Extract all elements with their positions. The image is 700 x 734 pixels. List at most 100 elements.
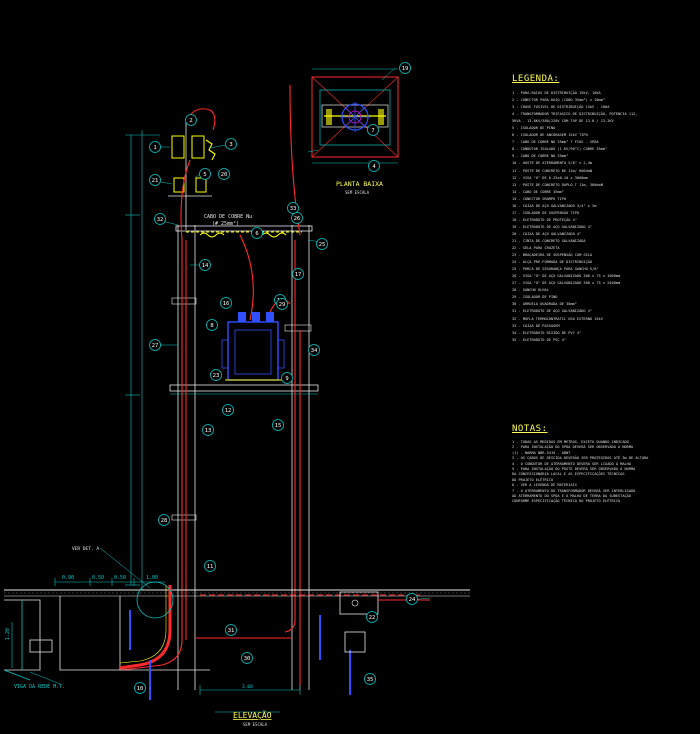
balloon-circle (291, 212, 303, 224)
balloon-circle (220, 297, 232, 309)
balloon-circle (272, 419, 284, 431)
balloon-circle (154, 213, 166, 225)
legend-item: 10 - HASTE DE ATERRAMENTO 5/8" x 2,4m (512, 161, 593, 166)
balloon-number: 17 (295, 272, 302, 278)
legend-item: 18 - ELETRODUTO DE PROTEÇÃO 4" (512, 217, 577, 222)
ground-surface (4, 589, 470, 597)
pull-box (339, 591, 430, 653)
legend-item: 5 - ISOLADOR DE PINO (512, 126, 556, 131)
balloon-circle (134, 682, 146, 694)
balloon-circle (199, 168, 211, 180)
legend-item: 26 - VIGA "U" DE AÇO GALVANIZADO 300 x 7… (512, 274, 621, 279)
legend-item: 32 - MUFLA TERMOCONTRATIL USO EXTERNO 15… (512, 316, 603, 321)
balloon-number: 27 (152, 343, 159, 349)
balloon-number: 11 (207, 564, 214, 570)
note-item: DO PROJETO ELÉTRICO (512, 477, 554, 482)
legend-item: 35 - ELETRODUTO DE PVC 4" (512, 337, 567, 342)
notes-title: NOTAS: (512, 424, 548, 434)
balloon-number: 9 (285, 376, 288, 382)
balloon-circle (222, 404, 234, 416)
balloon-circle (241, 652, 253, 664)
balloon-circle (210, 369, 222, 381)
balloon-circle (281, 372, 293, 384)
balloon-number: 31 (228, 628, 235, 634)
legend-item: 25 - PORCA DE SEGURANÇA PARA GANCHO 5/8" (512, 267, 599, 272)
underground-trench (3, 596, 210, 681)
cable-top-label-2: (# 25mm²) (212, 221, 239, 227)
balloon-circle (366, 611, 378, 623)
notes-list: 1 - TODAS AS MEDIDAS EM METROS, EXCETO Q… (512, 440, 694, 505)
balloon-number: 2 (189, 118, 192, 124)
cota-2: 0.50 (92, 575, 104, 581)
balloon-number: 24 (409, 597, 416, 603)
legend-item: 17 - ISOLADOR DE SUSPENSÃO TIPO (512, 210, 580, 215)
balloon-number: 8 (210, 323, 213, 329)
cota-1: 0.90 (62, 575, 74, 581)
top-equipment (168, 135, 216, 197)
balloon-circle (225, 624, 237, 636)
balloon-number: 5 (203, 172, 206, 178)
legend-item: 8 - CONDUTOR ISOLADO (1 KV/90°C) COBRE 3… (512, 147, 608, 152)
plan-view (311, 68, 399, 164)
balloon-number: 30 (244, 656, 251, 662)
legend-item: 33 - CAIXA DE PASSAGEM (512, 323, 560, 328)
balloon-number: 12 (225, 408, 232, 414)
balloon-number: 35 (367, 677, 374, 683)
balloon-number: 4 (372, 164, 376, 170)
balloon-number: 20 (221, 172, 228, 178)
balloon-number: 7 (371, 128, 374, 134)
legend-list: 1 - PARA-RAIOS DE DISTRIBUIÇÃO 15kV, 10k… (512, 90, 694, 344)
balloon-circle (225, 138, 237, 150)
dim-bottom: 3.00 (242, 684, 253, 690)
balloon-number: 3 (229, 142, 232, 148)
legend-item: 7 - CABO DE COBRE NU 35mm² 7 FIOS - SPDA (512, 140, 599, 145)
legend-item: 12 - VIGA "U" DE 0.25x0.10 x 3000mm (512, 175, 588, 180)
balloon-circle (368, 160, 380, 172)
ground-rods (129, 610, 351, 700)
left-dimension-line (125, 130, 160, 590)
cota-3: 0.50 (114, 575, 126, 581)
balloon-number: 10 (137, 686, 144, 692)
ver-det-label: VER DET. A (72, 546, 99, 552)
balloon-circle (251, 227, 263, 239)
balloon-circle (276, 298, 288, 310)
balloon-number: 16 (223, 301, 230, 307)
plan-scale: SEM ESCALA (345, 190, 370, 195)
legend-item: 27 - VIGA "U" DE AÇO GALVANIZADO 300 x 7… (512, 281, 621, 286)
legend-item: 20 - CAIXA DE AÇO GALVANIZADO 4" (512, 231, 582, 236)
legend-item: 3 - CHAVE FUSIVEL DE DISTRIBUIÇÃO 15kV -… (512, 105, 610, 110)
balloon-number: 33 (290, 206, 297, 212)
balloon-circle (364, 673, 376, 685)
balloon-number: 23 (213, 373, 220, 379)
legend-item: 14 - CABO DE COBRE 35mm² (512, 189, 564, 194)
note-item: 5 - PARA INSTALAÇÃO DO POSTE DEVERÁ SER … (512, 467, 636, 472)
legend-item: 24 - ALÇA PRE-FORMADA DE DISTRIBUIÇÃO (512, 260, 593, 265)
balloon-number: 25 (319, 242, 326, 248)
top-crossarm (175, 225, 313, 238)
balloon-circle (316, 238, 328, 250)
legend-title: LEGENDA: (512, 74, 560, 84)
balloon-circle (308, 344, 320, 356)
note-item: CONFORME ESPECIFICAÇÃO TÉCNICA DO PROJET… (512, 499, 621, 504)
balloon-circle (149, 174, 161, 186)
legend-item: 23 - BRAÇADEIRA DE SUSPENSÃO COM SELA (512, 253, 593, 258)
elevation-title: ELEVAÇÃO (233, 710, 272, 720)
mid-beams (169, 297, 319, 521)
legend-panel: LEGENDA: 1 - PARA-RAIOS DE DISTRIBUIÇÃO … (512, 74, 694, 344)
legend-item: 15 - CONECTOR GRAMPO TIPO (512, 196, 567, 201)
note-item: 3 - OS CABOS DE DESCIDA DEVERÃO SER PROT… (512, 456, 649, 461)
balloon-number: 22 (369, 615, 376, 621)
balloon-circle (158, 514, 170, 526)
conduit-bend (119, 585, 172, 670)
legend-item: 1 - PARA-RAIOS DE DISTRIBUIÇÃO 15kV, 10k… (512, 91, 601, 95)
cota-4: 1.00 (146, 575, 158, 581)
legend-item: 9 - CABO DE COBRE NU 35mm² (512, 154, 569, 159)
notes-panel: NOTAS: 1 - TODAS AS MEDIDAS EM METROS, E… (512, 424, 694, 505)
note-item: 4 - O CONDUTOR DE ATERRAMENTO DEVERÁ SER… (512, 461, 631, 466)
balloon-circle (218, 168, 230, 180)
balloon-number: 6 (255, 231, 258, 237)
legend-item: 22 - SELA PARA CRUZETA (512, 246, 560, 251)
legend-item: 2 - CONECTOR PARA-RAIO (CABO 35mm²) x 10… (512, 98, 606, 103)
balloon-circle (149, 141, 161, 153)
